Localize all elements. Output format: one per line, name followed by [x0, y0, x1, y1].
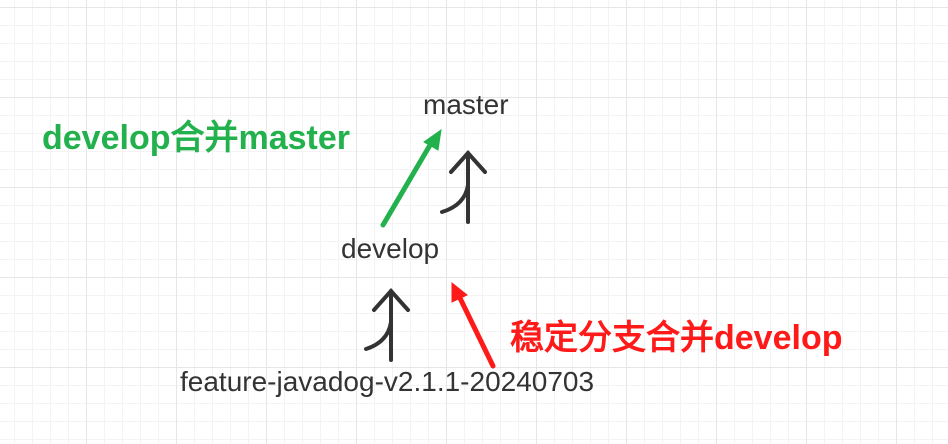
node-develop: develop [341, 233, 440, 264]
label-stable-to-develop: 稳定分支合并develop [510, 319, 843, 357]
hand-drawn-arrow-feature-develop [364, 288, 410, 362]
node-feature-branch: feature-javadog-v2.1.1-20240703 [180, 366, 595, 397]
green-arrow [380, 128, 442, 228]
hand-drawn-arrow-develop-master [440, 150, 487, 224]
node-master: master [423, 89, 509, 120]
label-develop-to-master: develop合并master [42, 119, 350, 157]
red-arrow [451, 281, 496, 369]
